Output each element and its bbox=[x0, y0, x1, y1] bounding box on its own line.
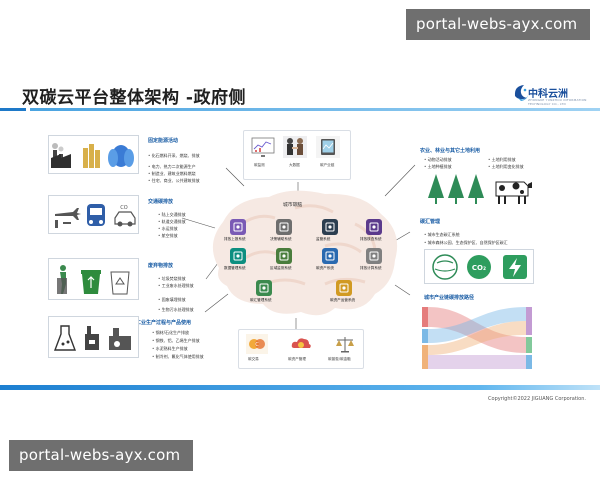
right-2-item-1: • 城市生态碳汇系统 bbox=[424, 232, 460, 237]
brain-label: 城市碳脑 bbox=[283, 203, 303, 208]
factory-icon bbox=[51, 143, 134, 168]
right-1-item-4: • 土地利用变化排放 bbox=[488, 164, 524, 169]
page-title: 双碳云平台整体架构 -政府侧 bbox=[22, 88, 246, 108]
bottom-card-label-3: 碳普惠/碳金融 bbox=[328, 357, 351, 361]
cube-icon bbox=[230, 248, 246, 264]
left-4-item-1: • 钢材/石化生产排放 bbox=[152, 330, 189, 335]
brain-node-label: 数据管理系统 bbox=[224, 266, 246, 270]
top-card-label-2: 大数据 bbox=[289, 163, 300, 167]
left-4-item-2: • 钢铁、铝、乙烯生产排放 bbox=[152, 338, 200, 343]
chart-screen-icon bbox=[251, 137, 275, 157]
left-icon-box-3 bbox=[48, 258, 139, 300]
cow-icon bbox=[495, 181, 532, 204]
magnifier-icon bbox=[366, 219, 382, 235]
cloud-icon bbox=[366, 248, 382, 264]
industry-icons bbox=[53, 325, 131, 351]
waste-icons bbox=[57, 265, 130, 295]
bottom-card-label-1: 碳交易 bbox=[248, 357, 259, 361]
left-4-item-4: • 制冷剂、氟化气体使用排放 bbox=[152, 354, 204, 359]
top-card-label-1: 碳监测 bbox=[254, 163, 265, 167]
right-section-title-1: 农业、林业与其它土地利用 bbox=[420, 148, 481, 154]
sankey-flow bbox=[422, 307, 532, 369]
watermark-bottom: portal-webs-ayx.com bbox=[9, 440, 193, 471]
svg-text:C: C bbox=[255, 342, 259, 348]
logo-subtitle: ZHONGKE YUNZHOU INFORMATION TECHNOLOGY C… bbox=[528, 98, 587, 106]
right-section-title-3: 城市产业链碳排放路径 bbox=[424, 295, 475, 301]
left-1-item-1: • 化石燃料开采、燃烧、排放 bbox=[148, 153, 200, 158]
right-1-item-1: • 动物活动排放 bbox=[424, 157, 452, 162]
tablet-icon bbox=[316, 136, 340, 158]
right-1-item-2: • 土地利用排放 bbox=[488, 157, 516, 162]
brain-node-label: 排放上报系统 bbox=[224, 237, 246, 241]
right-1-item-3: • 土地种植排放 bbox=[424, 164, 452, 169]
left-3-item-1: • 垃圾焚烧排放 bbox=[158, 276, 186, 281]
handshake-icon bbox=[283, 136, 307, 158]
left-3-item-2: • 工业废水处理排放 bbox=[158, 283, 194, 288]
svg-text:CO₂: CO₂ bbox=[472, 264, 486, 272]
signpost-icon bbox=[276, 219, 292, 235]
carbon-sink-icons: CO₂ bbox=[432, 254, 527, 280]
title-underline bbox=[0, 108, 600, 111]
brain-node-label: 碳汇管理系统 bbox=[250, 298, 272, 302]
left-2-item-3: • 水运排放 bbox=[158, 226, 178, 231]
brain-node-label: 决策辅助系统 bbox=[270, 237, 292, 241]
company-logo bbox=[514, 85, 528, 101]
bottom-card-label-2: 碳资产管理 bbox=[288, 357, 306, 361]
map-icon bbox=[276, 248, 292, 264]
monitor-icon bbox=[322, 219, 338, 235]
trees-icon bbox=[428, 174, 532, 204]
cloud-money-icon bbox=[291, 338, 311, 348]
svg-text:CO: CO bbox=[120, 205, 127, 211]
left-section-title-3: 废弃物排放 bbox=[148, 263, 174, 269]
left-1-item-2: • 电力、热力二次能源生产 bbox=[148, 164, 196, 169]
brain-node-label: 区域监测系统 bbox=[270, 266, 292, 270]
left-2-item-2: • 轨道交通排放 bbox=[158, 219, 186, 224]
left-icon-box-1 bbox=[48, 135, 139, 174]
left-section-title-1: 固定能源活动 bbox=[148, 138, 179, 144]
left-icon-box-2: CO bbox=[48, 195, 139, 234]
right-2-item-2: • 城市森林公园、生态保护区、自然保护区碳汇 bbox=[424, 240, 508, 245]
brain-node-label: 监管系统 bbox=[316, 237, 331, 241]
brain-node-label: 碳资产运营系统 bbox=[330, 298, 356, 302]
left-2-item-4: • 航空排放 bbox=[158, 233, 178, 238]
left-4-item-3: • 水泥熟料生产排放 bbox=[152, 346, 188, 351]
left-1-item-4: • 住宅、商业、公共建筑排放 bbox=[148, 178, 200, 183]
top-card-label-3: 碳产业链 bbox=[320, 163, 335, 167]
transport-icons: CO bbox=[55, 204, 136, 228]
trade-icon: C bbox=[246, 334, 268, 354]
upload-icon bbox=[230, 219, 246, 235]
globe-icon bbox=[256, 280, 272, 296]
right-icon-box-2: CO₂ bbox=[424, 249, 534, 284]
left-section-title-4: 工业生产过程与产品使用 bbox=[136, 320, 192, 326]
right-section-title-2: 碳汇管理 bbox=[420, 219, 441, 225]
copyright-text: Copyright©2022 JIGUANG Corporation. bbox=[488, 396, 586, 402]
left-section-title-2: 交通碳排放 bbox=[148, 199, 174, 205]
left-3-item-4: • 生物污水处理排放 bbox=[158, 307, 194, 312]
people-icon bbox=[336, 280, 352, 296]
brain-node-label: 排放核查系统 bbox=[360, 237, 382, 241]
left-2-item-1: • 陆上交通排放 bbox=[158, 212, 186, 217]
footer-bar bbox=[0, 385, 600, 390]
left-icon-box-4 bbox=[48, 316, 139, 358]
brain-node-label: 碳资产系统 bbox=[316, 266, 334, 270]
watermark-top: portal-webs-ayx.com bbox=[406, 9, 590, 40]
scales-icon bbox=[336, 337, 354, 353]
left-3-item-3: • 固废填埋排放 bbox=[158, 297, 186, 302]
network-icon bbox=[322, 248, 338, 264]
logo-text: 中科云洲 bbox=[528, 89, 568, 100]
brain-node-label: 排放计算系统 bbox=[360, 266, 382, 270]
left-1-item-3: • 制造业、建筑业燃料燃烧 bbox=[148, 171, 196, 176]
